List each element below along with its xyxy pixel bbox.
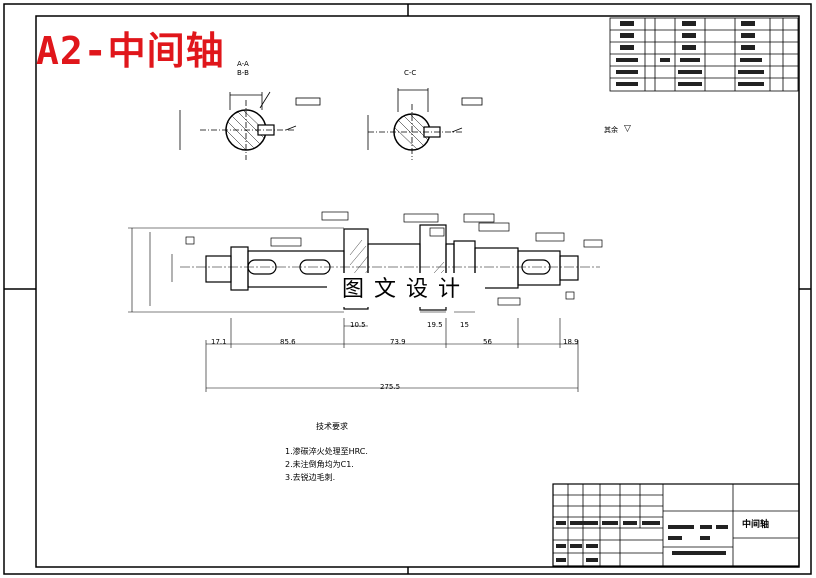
dim-19-5: 19.5 <box>427 321 443 329</box>
dim-15: 15 <box>460 321 469 329</box>
tolerance-frames <box>185 211 603 306</box>
tech-req-item-3: 3.去锐边毛刺. <box>285 473 336 482</box>
dim-10-5: 10.5 <box>350 321 366 329</box>
section-label-bb: B-B <box>237 69 249 77</box>
tech-req-heading: 技术要求 <box>316 422 348 431</box>
tech-req-item-1: 1.渗碳淬火处理至HRC. <box>285 447 368 456</box>
section-aa-view <box>179 91 321 160</box>
dim-18-9: 18.9 <box>563 338 579 346</box>
stamp-title: A2-中间轴 <box>36 29 225 73</box>
section-label-aa: A-A <box>237 60 249 68</box>
section-label-cc: C-C <box>404 69 417 77</box>
parameter-table <box>609 17 799 92</box>
dim-275-5: 275.5 <box>380 383 401 391</box>
dimension-lines <box>128 227 579 392</box>
tech-req-item-2: 2.未注倒角均为C1. <box>285 460 354 469</box>
centering-marks <box>4 4 811 574</box>
section-cc-view <box>367 88 483 160</box>
title-block <box>552 483 800 567</box>
dim-56: 56 <box>483 338 492 346</box>
dim-73-9: 73.9 <box>390 338 406 346</box>
dim-17-1: 17.1 <box>211 338 227 346</box>
watermark-text: 图文设计 <box>327 273 485 307</box>
inner-frame <box>35 15 800 568</box>
title-block-part-name: 中间轴 <box>742 520 770 530</box>
parameter-table-cells <box>616 21 764 86</box>
title-block-cells <box>556 521 728 562</box>
roughness-symbol-icon: ▽ <box>624 124 631 134</box>
surface-finish-note: 其余 <box>604 126 618 134</box>
dim-85-6: 85.6 <box>280 338 296 346</box>
